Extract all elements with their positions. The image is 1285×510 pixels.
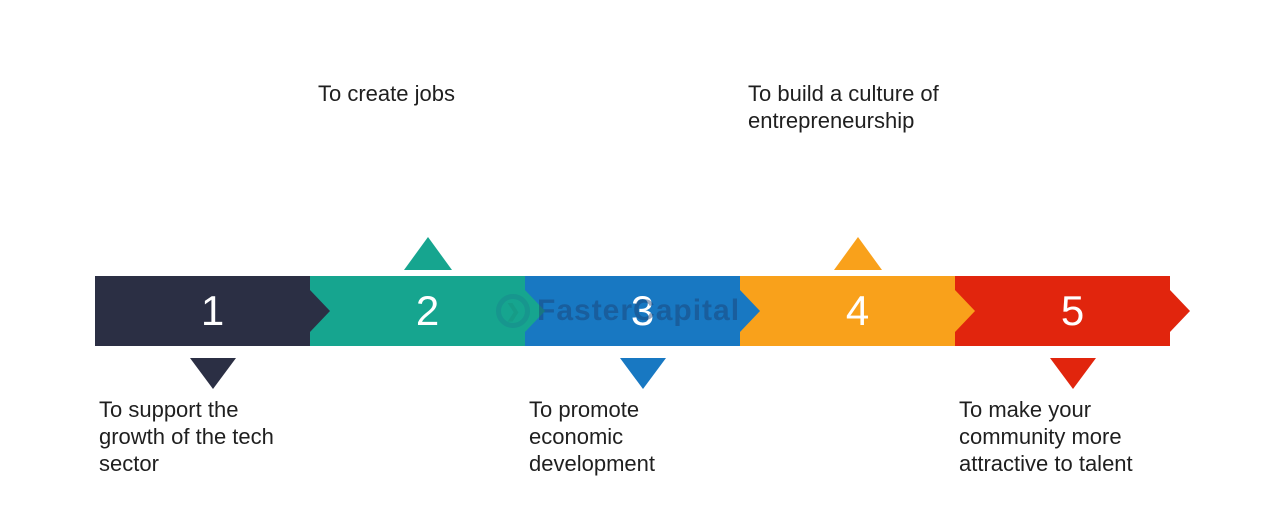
step-label: To build a culture of entrepreneurship bbox=[748, 81, 939, 133]
triangle-down-icon bbox=[1049, 358, 1096, 389]
step-segment bbox=[310, 276, 525, 346]
step-number: 3 bbox=[630, 287, 655, 334]
triangle-down-icon bbox=[189, 358, 236, 389]
chevron-right-icon bbox=[525, 290, 545, 332]
step-number: 5 bbox=[1060, 287, 1085, 334]
step-segment bbox=[95, 276, 310, 346]
chevron-right-icon bbox=[955, 290, 975, 332]
step-label: To make your community more attractive t… bbox=[959, 397, 1133, 476]
step-segment bbox=[740, 276, 955, 346]
step-label: To promote economic development bbox=[529, 397, 655, 476]
step-number: 1 bbox=[200, 287, 225, 334]
step-number: 2 bbox=[415, 287, 440, 334]
triangle-up-icon bbox=[833, 237, 882, 270]
triangle-up-icon bbox=[403, 237, 452, 270]
step-number: 4 bbox=[845, 287, 870, 334]
chevron-right-icon bbox=[310, 290, 330, 332]
step-segment bbox=[955, 276, 1170, 346]
step-label: To support the growth of the tech sector bbox=[99, 397, 274, 476]
step-segment bbox=[525, 276, 740, 346]
step-label: To create jobs bbox=[318, 81, 455, 106]
chevron-right-icon bbox=[1170, 290, 1190, 332]
triangle-down-icon bbox=[619, 358, 666, 389]
chevron-right-icon bbox=[740, 290, 760, 332]
